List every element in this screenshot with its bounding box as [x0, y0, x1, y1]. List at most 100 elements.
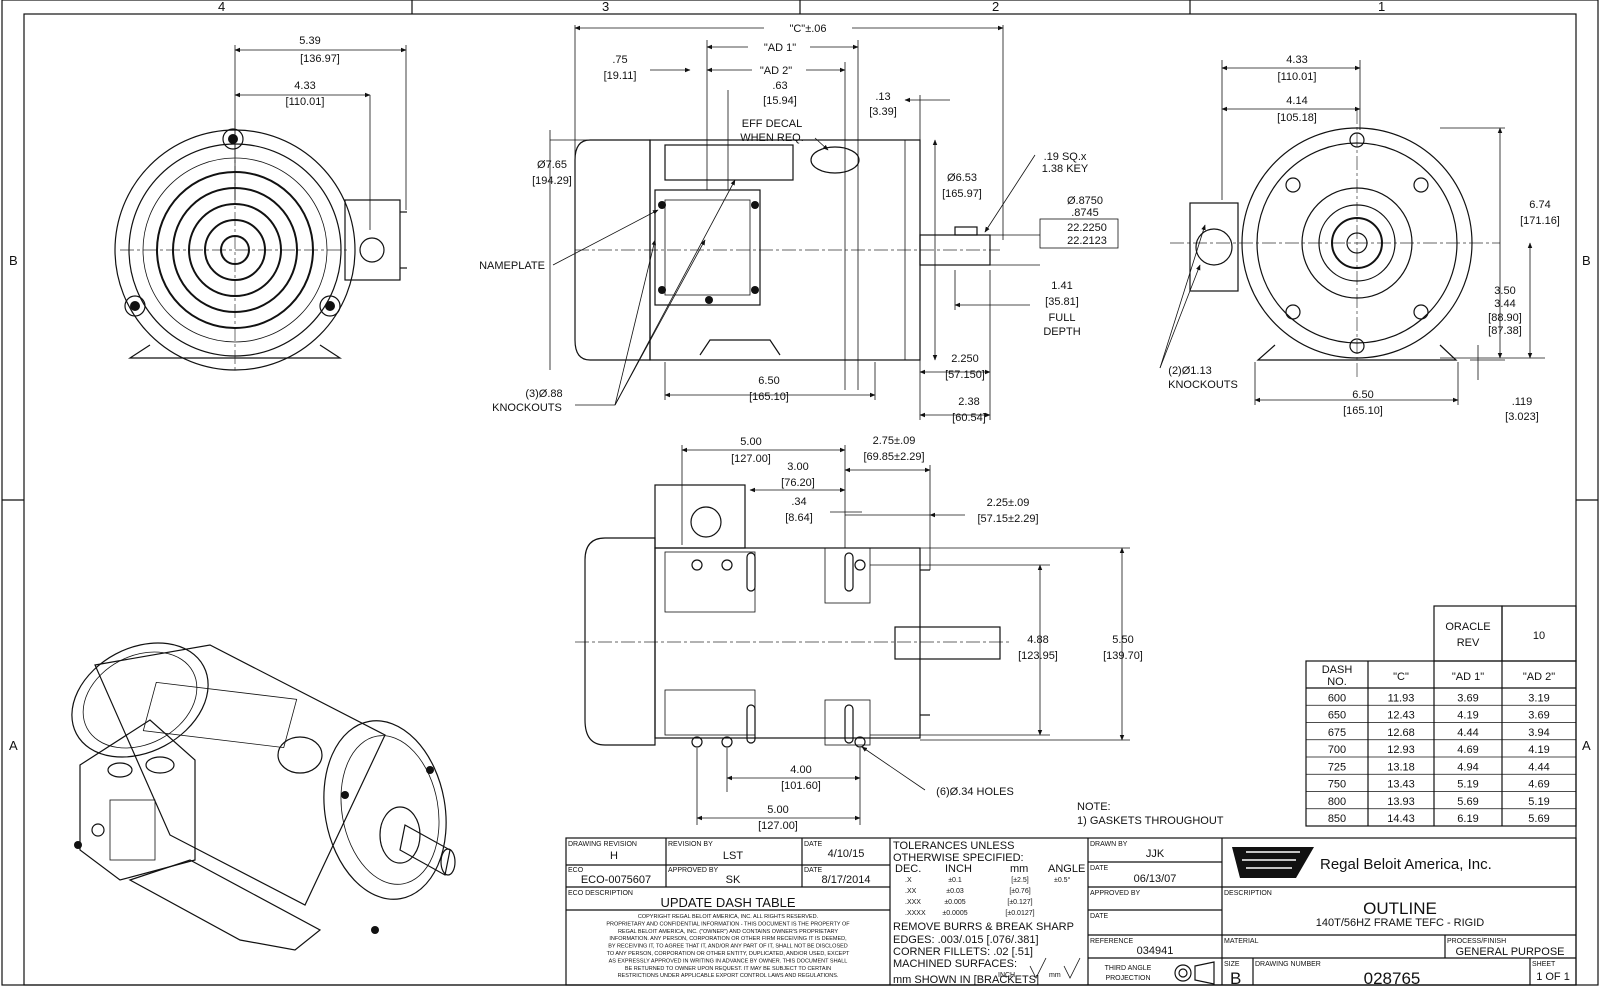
dim-141-mm: [35.81]	[1045, 296, 1079, 308]
dash-table-cell: 4.69	[1528, 779, 1549, 791]
tolerance-cell: .XX	[905, 888, 917, 895]
dim-end-119-mm: [3.023]	[1505, 411, 1539, 423]
dia-653: Ø6.53	[947, 172, 977, 184]
shaft-dia-mm1: 22.2250	[1067, 222, 1107, 234]
process-finish: GENERAL PURPOSE	[1455, 946, 1564, 958]
copyright-line: COPYRIGHT REGAL BELOIT AMERICA, INC. ALL…	[638, 914, 819, 920]
dim-2250-mm: [57.150]	[945, 369, 985, 381]
dim-bottom-488-mm: [123.95]	[1018, 650, 1058, 662]
title-block: DRAWING REVISION H REVISION BY LST DATE …	[565, 837, 1577, 988]
tolerance-rows: .X±0.1[±2.5].XX±0.03[±0.76].XXX±0.005[±0…	[905, 877, 1035, 917]
zone-label-2: 2	[992, 0, 999, 14]
dim-bottom-500-mm: [127.00]	[731, 453, 771, 465]
dash-row-lines	[1306, 704, 1576, 810]
company-logo-icon	[1232, 847, 1314, 878]
dim-front-width: 5.39	[299, 35, 320, 47]
zone-label-a-left: A	[9, 738, 18, 753]
material-label: MATERIAL	[1224, 938, 1259, 945]
dim-bottom-34: .34	[791, 496, 806, 508]
nameplate-label: NAMEPLATE	[479, 260, 545, 272]
dim-end-674: 6.74	[1529, 199, 1550, 211]
holes-label: (6)Ø.34 HOLES	[936, 786, 1014, 798]
machined-note: MACHINED SURFACES:	[893, 958, 1017, 970]
tol-title-2: OTHERWISE SPECIFIED:	[893, 852, 1024, 864]
dim-ad1: "AD 1"	[764, 42, 796, 54]
dim-75-mm: [19.11]	[604, 70, 637, 82]
copyright-notice: COPYRIGHT REGAL BELOIT AMERICA, INC. ALL…	[606, 914, 850, 979]
edges-note: EDGES: .003/.015 [.076/.381]	[893, 934, 1039, 946]
revision-by-label: REVISION BY	[668, 841, 713, 848]
tolerance-cell: ±0.0005	[942, 910, 967, 917]
tol-inch: INCH	[945, 863, 972, 875]
dim-238-mm: [60.54]	[952, 412, 986, 424]
dim-bottom-488: 4.88	[1027, 634, 1048, 646]
drawn-date: 06/13/07	[1134, 873, 1177, 885]
dash-table-cell: 850	[1328, 813, 1346, 825]
copyright-line: TO ANY PERSON, CORPORATION OR OTHER ENTI…	[607, 951, 850, 957]
dash-table-cell: 11.93	[1388, 692, 1415, 704]
dash-table-cell: 4.19	[1528, 744, 1549, 756]
dim-bottom-400: 4.00	[790, 764, 811, 776]
dim-front-half-mm: [110.01]	[286, 96, 325, 108]
dash-table-cell: 4.94	[1457, 761, 1478, 773]
tol-mm: mm	[1010, 863, 1028, 875]
drawing-revision: H	[610, 850, 618, 862]
eff-decal-line2: WHEN REQ.	[740, 132, 804, 144]
dia-653-mm: [165.97]	[942, 188, 982, 200]
notes-block: NOTE: 1) GASKETS THROUGHOUT	[1077, 801, 1224, 827]
tolerance-cell: .XXXX	[905, 910, 926, 917]
revision-by: LST	[723, 850, 743, 862]
tol-angle: ANGLE	[1048, 863, 1085, 875]
approved-date-label: DATE	[804, 867, 822, 874]
copyright-line: RESTRICTIONS UNDER APPLICABLE EXPORT CON…	[618, 973, 839, 979]
dash-table-cell: 800	[1328, 796, 1346, 808]
dim-75: .75	[612, 54, 627, 66]
dim-bottom-275-mm: [69.85±2.29]	[863, 451, 924, 463]
shaft-dia-mm2: 22.2123	[1067, 235, 1107, 247]
zone-label-b-left: B	[9, 253, 18, 268]
notes-title: NOTE:	[1077, 801, 1111, 813]
oracle-rev-label-1: ORACLE	[1445, 621, 1490, 633]
zone-label-3: 3	[602, 0, 609, 14]
description-label: DESCRIPTION	[1224, 890, 1272, 897]
dash-header-ad2: "AD 2"	[1523, 671, 1555, 683]
surface-finish-symbol-mm	[1063, 957, 1081, 979]
machined-inch: INCH	[998, 972, 1015, 979]
dim-13: .13	[875, 91, 890, 103]
eco-description: UPDATE DASH TABLE	[660, 895, 795, 910]
dash-table-cell: 3.69	[1528, 710, 1549, 722]
dim-end-674-mm: [171.16]	[1520, 215, 1560, 227]
copyright-line: AS EXPRESSLY APPROVED IN WRITING IN ADVA…	[609, 958, 848, 964]
dim-bottom-275: 2.75±.09	[873, 435, 916, 447]
dim-63-mm: [15.94]	[763, 95, 797, 107]
front-view: 5.39 [136.97] 4.33 [110.01]	[114, 35, 407, 371]
dim-ad2: "AD 2"	[760, 65, 792, 77]
dim-c: "C"±.06	[789, 23, 826, 35]
dash-table: ORACLE REV 10 DASH NO. "C" "AD 1" "AD 2"…	[1305, 605, 1577, 827]
tolerance-cell: .X	[905, 877, 912, 884]
dim-end-119: .119	[1512, 396, 1533, 408]
tolerance-cell: [±2.5]	[1011, 877, 1029, 884]
drawing-number: 028765	[1364, 969, 1421, 986]
dim-end-350-mm: [88.90]	[1488, 312, 1522, 324]
rev-date-label: DATE	[804, 841, 822, 848]
dash-table-cell: 4.44	[1528, 761, 1549, 773]
dash-table-cell: 725	[1328, 761, 1346, 773]
company-name: Regal Beloit America, Inc.	[1320, 856, 1492, 873]
copyright-line: BY RECEIVING IT, TO AGREE THAT IT, AND/O…	[608, 944, 848, 950]
size-label: SIZE	[1224, 961, 1240, 968]
tolerance-cell: .XXX	[905, 899, 921, 906]
size: B	[1230, 969, 1241, 986]
rev-date: 4/10/15	[828, 848, 865, 860]
dim-bottom-500: 5.00	[740, 436, 761, 448]
dim-end-433-mm: [110.01]	[1278, 71, 1317, 83]
dim-bottom-225: 2.25±.09	[987, 497, 1030, 509]
dim-141: 1.41	[1051, 280, 1072, 292]
full-depth-line2: DEPTH	[1043, 326, 1080, 338]
oracle-rev-label-2: REV	[1457, 637, 1480, 649]
dash-table-cell: 13.18	[1387, 761, 1415, 773]
tol-title-1: TOLERANCES UNLESS	[893, 840, 1014, 852]
projection-line2: PROJECTION	[1105, 975, 1150, 982]
full-depth-line1: FULL	[1049, 312, 1076, 324]
